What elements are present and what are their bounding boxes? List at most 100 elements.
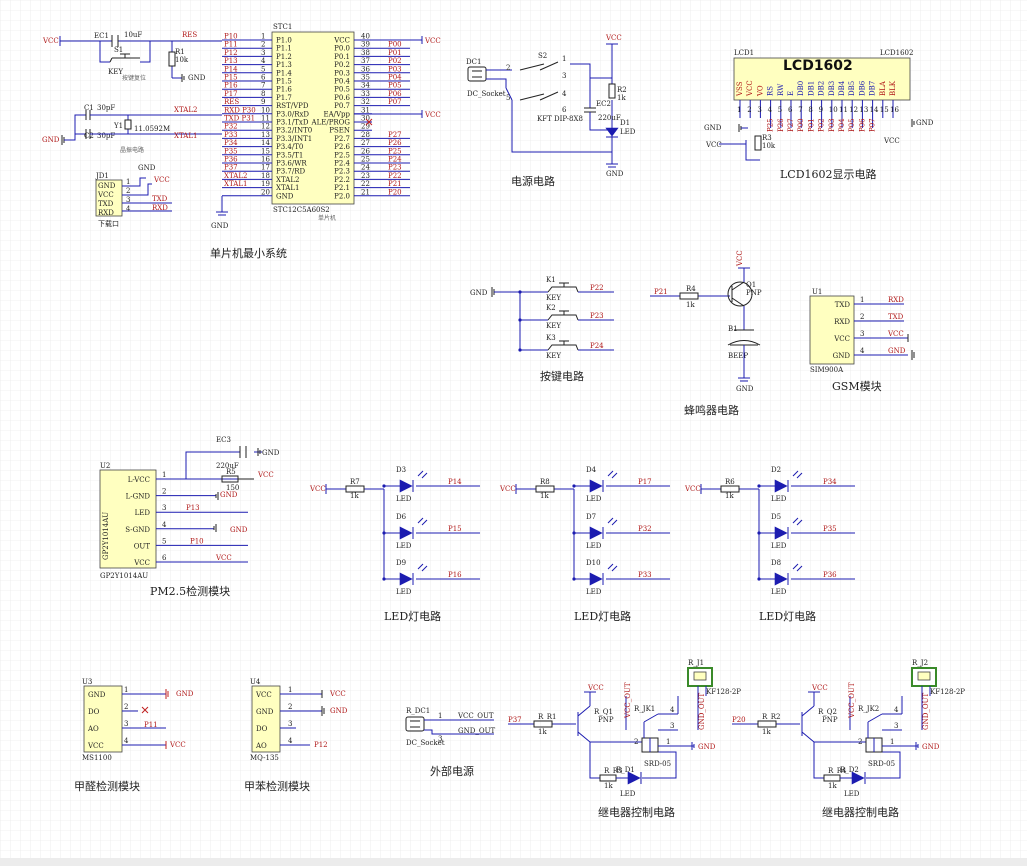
led-arrows <box>787 563 803 585</box>
bottom-scrollbar[interactable] <box>0 858 1027 866</box>
mcu-left-pin: XTAL1 <box>276 184 299 192</box>
mcu-left-num: 2 <box>261 41 265 49</box>
pm25-pin-label: L-GND <box>126 493 151 501</box>
mcu-left-num: 1 <box>261 33 265 41</box>
mcu-left-net: P13 <box>224 57 238 65</box>
res-net: RES <box>182 31 197 39</box>
junction-dot <box>382 531 386 535</box>
lcd-pin-net: P02 <box>818 118 826 132</box>
benzene-pin-label: DO <box>256 725 268 733</box>
mcu-right-pin: P2.3 <box>334 168 350 176</box>
led-group-bus <box>325 484 385 579</box>
lcd-pin-num: 7 <box>798 106 802 114</box>
led-group-r-ref: R8 <box>540 478 550 486</box>
mcu-left-net: P36 <box>224 156 238 164</box>
led-arrows <box>602 563 618 585</box>
buzzer-gnd: GND <box>736 385 754 393</box>
mcu-right-num: 30 <box>361 115 370 123</box>
lcd-pin-num: 8 <box>808 106 812 114</box>
r1-gnd: GND <box>188 74 206 82</box>
mcu-right-pin: P2.0 <box>334 192 350 200</box>
reset-vcc-label: VCC <box>42 37 59 45</box>
jd1-pin4: RXD <box>98 209 114 217</box>
led-symbol <box>399 479 413 493</box>
mcu-vcc: VCC <box>424 37 441 45</box>
led-ref: D4 <box>586 466 597 474</box>
relay-base-resistor <box>757 720 777 728</box>
lcd-pin-num: 1 <box>737 106 741 114</box>
pm25-part: GP2Y1014AU <box>100 572 148 580</box>
gsm-ref: U1 <box>812 288 822 296</box>
mcu-right-pin: P0.5 <box>334 86 350 94</box>
hcho-pin-label: VCC <box>87 742 104 750</box>
lcd-pin-label: VCC <box>746 80 754 97</box>
mcu-left-num: 10 <box>261 106 270 114</box>
relay-vcc: VCC <box>811 684 828 692</box>
relay-num1: 1 <box>890 738 894 746</box>
lcd-pin-net: P25 <box>767 118 775 132</box>
led-val: LED <box>396 542 412 550</box>
mcu-ref: STC1 <box>273 23 292 31</box>
relay-led-wire <box>616 751 677 779</box>
hcho-pin-net: GND <box>176 690 194 698</box>
pm25-pin-net: P13 <box>186 504 200 512</box>
r4-val: 1k <box>686 301 695 309</box>
lcd-vcc: VCC <box>705 141 722 149</box>
mcu-right-num: 21 <box>361 188 370 196</box>
led-net: P34 <box>823 478 837 486</box>
led-ref: D3 <box>396 466 406 474</box>
lcd-pins: VSS1VCC2VO3RS4P25RW5P26E6P27DB07P00DB18P… <box>736 80 899 132</box>
s2-num3: 3 <box>562 72 566 80</box>
mcu-left-pin: P3.4/T0 <box>276 143 303 151</box>
gsm-pin-label: GND <box>833 352 851 360</box>
gsm-pin-label: RXD <box>834 318 850 326</box>
hcho-pin-net: VCC <box>169 741 186 749</box>
lcd-pin-net: P04 <box>838 118 846 132</box>
extpower-section: R_DC1 1 3 VCC_OUT GND_OUT DC_Socket 外部电源 <box>405 707 495 778</box>
relay-q-ref: R_Q1 <box>594 708 613 716</box>
reset-note: 按键复位 <box>122 74 146 82</box>
led-val: LED <box>586 495 602 503</box>
pm25-pin-label: VCC <box>133 559 150 567</box>
lcd-pin-num: 12 <box>849 106 858 114</box>
mcu-left-num: 15 <box>261 147 270 155</box>
q1-ref: Q1 <box>746 281 756 289</box>
relay-led-wire <box>840 751 901 779</box>
gsm-pin-num: 4 <box>860 347 865 355</box>
mcu-left-num: 9 <box>261 98 265 106</box>
u4-ref: U4 <box>250 678 261 686</box>
lcd-pin-label: DB2 <box>818 81 826 96</box>
q1-val: PNP <box>746 289 762 297</box>
led-ref: D2 <box>771 466 781 474</box>
led-ref: D5 <box>771 513 781 521</box>
lcd-pin-num: 2 <box>747 106 751 114</box>
junction-dot <box>518 348 522 352</box>
pm25-pin-num: 1 <box>162 471 166 479</box>
crystal-gnd: GND <box>42 136 60 144</box>
led-symbol <box>589 572 603 586</box>
jd1-num2: 2 <box>126 187 130 195</box>
crystal-note: 晶振电路 <box>120 146 144 154</box>
mcu-left-net: P33 <box>224 131 238 139</box>
mcu-left-net: P11 <box>224 41 238 49</box>
junction-dot <box>572 484 576 488</box>
lcd-ref: LCD1 <box>734 49 754 57</box>
key-ref: K3 <box>546 334 556 342</box>
key-ref: K2 <box>546 304 556 312</box>
buzzer-vcc: VCC <box>736 250 744 267</box>
gsm-pin-num: 2 <box>860 313 864 321</box>
mcu-left-net: P37 <box>224 164 238 172</box>
led-net: P14 <box>448 478 462 486</box>
relay-q-val: PNP <box>822 716 838 724</box>
jd1-pin1: GND <box>98 182 116 190</box>
mcu-right-net: P26 <box>388 139 402 147</box>
benzene-part: MQ-135 <box>250 754 279 762</box>
mcu-right-pin: P0.1 <box>334 53 350 61</box>
mcu-right-num: 28 <box>361 131 370 139</box>
mcu-left-net: P17 <box>224 90 238 98</box>
